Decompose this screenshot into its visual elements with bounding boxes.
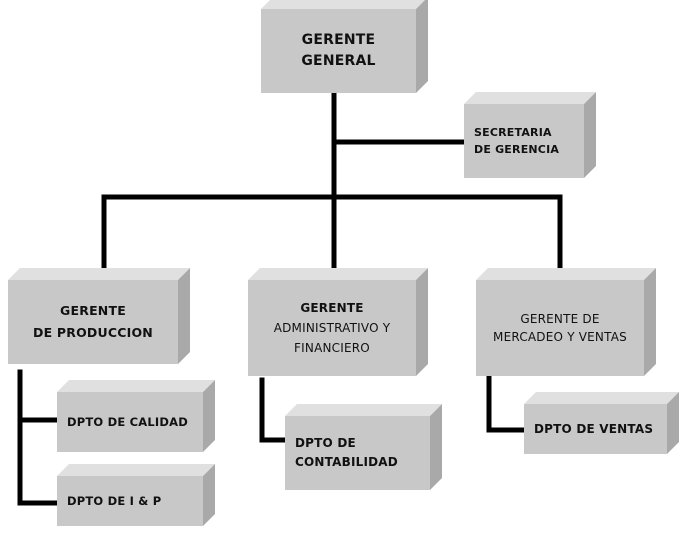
box-dpto-iyp-front-face	[57, 476, 203, 526]
box-gerente-general-front-face	[261, 9, 416, 93]
box-gerente-produccion-top-face	[8, 268, 190, 280]
box-dpto-iyp: DPTO DE I & P	[57, 476, 203, 526]
box-gerente-general-top-face	[261, 0, 425, 9]
box-dpto-calidad-front-face	[57, 392, 203, 452]
gerente-general-line2: GENERAL	[301, 53, 376, 69]
box-secretaria-front-face	[464, 104, 584, 178]
box-gerente-mercadeo-front-face	[476, 280, 644, 376]
gerente-produccion-line1: GERENTE	[60, 303, 126, 318]
box-gerente-administrativo: GERENTE ADMINISTRATIVO Y FINANCIERO	[248, 280, 416, 376]
box-gerente-produccion-side-face	[178, 268, 190, 364]
box-gerente-produccion-front-face	[8, 280, 178, 364]
secretaria-line2: DE GERENCIA	[474, 143, 560, 156]
box-dpto-ventas-top-face	[524, 392, 679, 404]
dpto-calidad-line1: DPTO DE CALIDAD	[67, 415, 188, 429]
box-gerente-produccion: GERENTE DE PRODUCCION	[8, 280, 178, 364]
dpto-ventas-line1: DPTO DE VENTAS	[534, 422, 654, 436]
box-gerente-mercadeo-top-face	[476, 268, 656, 280]
gerente-administrativo-line2: ADMINISTRATIVO Y	[273, 321, 391, 335]
box-secretaria-top-face	[464, 92, 596, 104]
box-secretaria: SECRETARIA DE GERENCIA	[464, 104, 584, 178]
dpto-contabilidad-line1: DPTO DE	[295, 436, 356, 450]
secretaria-line1: SECRETARIA	[474, 126, 552, 139]
box-dpto-calidad: DPTO DE CALIDAD	[57, 392, 203, 452]
box-gerente-administrativo-front-face	[248, 280, 416, 376]
box-dpto-calidad-side-face	[203, 380, 215, 452]
box-dpto-ventas-front-face	[524, 404, 667, 454]
gerente-general-line1: GERENTE	[301, 32, 376, 48]
box-gerente-mercadeo-side-face	[644, 268, 656, 376]
box-dpto-contabilidad-front-face	[285, 416, 430, 490]
dpto-iyp-line1: DPTO DE I & P	[67, 494, 162, 508]
box-dpto-iyp-top-face	[57, 464, 215, 476]
gerente-mercadeo-line2: MERCADEO Y VENTAS	[493, 330, 627, 344]
gerente-administrativo-line1: GERENTE	[300, 301, 364, 315]
connector-lines	[17, 90, 563, 506]
box-dpto-ventas: DPTO DE VENTAS	[524, 404, 667, 454]
box-dpto-calidad-top-face	[57, 380, 215, 392]
box-dpto-contabilidad-side-face	[430, 404, 442, 490]
gerente-mercadeo-line1: GERENTE DE	[520, 312, 600, 326]
box-shapes	[8, 0, 679, 526]
box-gerente-mercadeo: GERENTE DE MERCADEO Y VENTAS	[476, 280, 644, 376]
box-dpto-ventas-side-face	[667, 392, 679, 454]
gerente-administrativo-line3: FINANCIERO	[294, 341, 370, 355]
gerente-produccion-line2: DE PRODUCCION	[33, 325, 153, 340]
box-gerente-general: GERENTE GENERAL	[261, 9, 416, 93]
box-secretaria-side-face	[584, 92, 596, 178]
box-dpto-contabilidad: DPTO DE CONTABILIDAD	[285, 416, 430, 490]
box-gerente-general-side-face	[416, 0, 428, 93]
box-gerente-administrativo-side-face	[416, 268, 428, 376]
box-gerente-administrativo-top-face	[248, 268, 428, 280]
dpto-contabilidad-line2: CONTABILIDAD	[295, 455, 398, 469]
box-dpto-iyp-side-face	[203, 464, 215, 526]
box-dpto-contabilidad-top-face	[285, 404, 442, 416]
